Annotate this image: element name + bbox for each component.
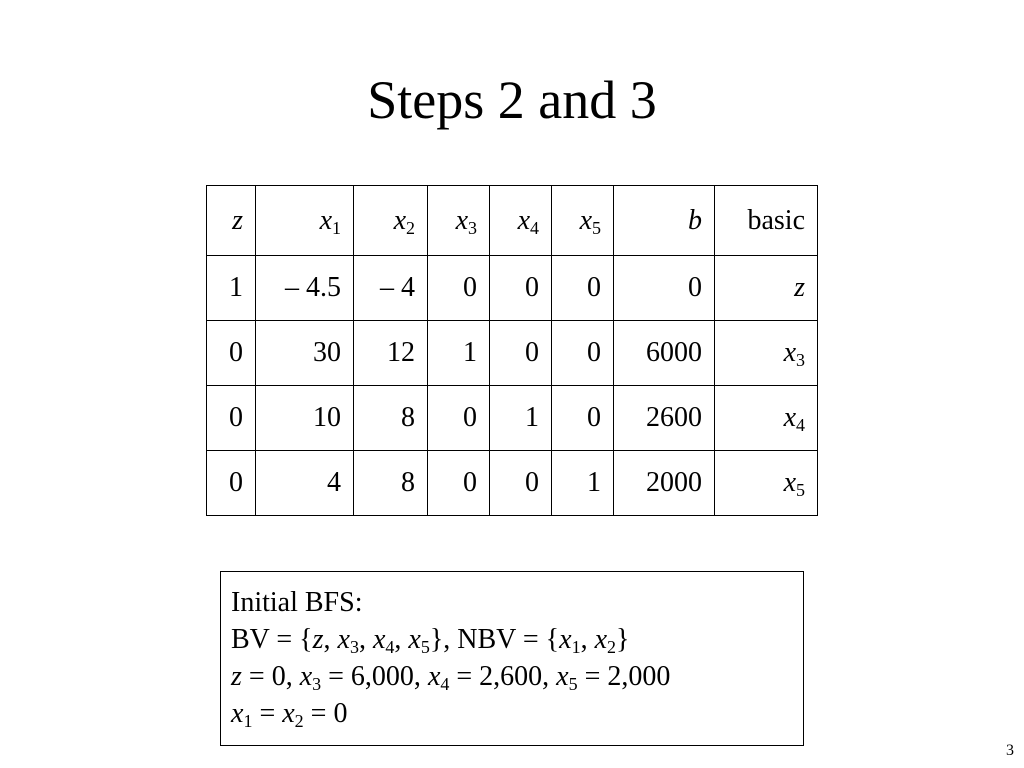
tableau-cell: 0	[489, 450, 552, 516]
tableau-cell: 0	[206, 385, 256, 451]
tableau-cell: 4	[255, 450, 354, 516]
tableau-cell: 2600	[613, 385, 715, 451]
bfs-heading: Initial BFS:	[231, 587, 363, 618]
bfs-basic-values: z = 0, x3 = 6,000, x4 = 2,600, x5 = 2,00…	[231, 661, 671, 694]
tableau-row: 0 4 8 0 0 1 2000 x5	[206, 450, 818, 516]
tableau-cell: 0	[206, 450, 256, 516]
tableau-cell: 1	[427, 320, 490, 386]
header-b: b	[613, 185, 715, 256]
tableau-basic-cell: x3	[714, 320, 818, 386]
tableau-cell: 0	[551, 255, 614, 321]
page-number: 3	[1006, 742, 1014, 759]
tableau-cell: 0	[206, 320, 256, 386]
bfs-nonbasic-values: x1 = x2 = 0	[231, 698, 348, 731]
tableau-basic-cell: z	[714, 255, 818, 321]
header-x2: x2	[353, 185, 428, 256]
tableau-cell: 8	[353, 385, 428, 451]
tableau-cell: 0	[427, 450, 490, 516]
tableau-basic-cell: x5	[714, 450, 818, 516]
tableau-row: 1 – 4.5 – 4 0 0 0 0 z	[206, 255, 818, 321]
tableau-cell: 0	[551, 385, 614, 451]
tableau-row: 0 30 12 1 0 0 6000 x3	[206, 320, 818, 386]
tableau-header-row: z x1 x2 x3 x4 x5 b basic	[206, 185, 818, 256]
tableau-basic-cell: x4	[714, 385, 818, 451]
tableau-cell: 0	[427, 385, 490, 451]
bfs-basic-variables: BV = {z, x3, x4, x5}, NBV = {x1, x2}	[231, 624, 630, 657]
tableau-cell: 1	[489, 385, 552, 451]
header-x4: x4	[489, 185, 552, 256]
tableau-cell: 30	[255, 320, 354, 386]
tableau-cell: 12	[353, 320, 428, 386]
header-x1: x1	[255, 185, 354, 256]
tableau-cell: 1	[551, 450, 614, 516]
header-x3: x3	[427, 185, 490, 256]
tableau-cell: 0	[489, 320, 552, 386]
tableau-cell: 0	[427, 255, 490, 321]
tableau-row: 0 10 8 0 1 0 2600 x4	[206, 385, 818, 451]
header-z: z	[206, 185, 256, 256]
tableau-cell: 0	[613, 255, 715, 321]
initial-bfs-box: Initial BFS: BV = {z, x3, x4, x5}, NBV =…	[220, 571, 804, 746]
tableau-cell: – 4	[353, 255, 428, 321]
tableau-cell: 8	[353, 450, 428, 516]
header-x5: x5	[551, 185, 614, 256]
simplex-tableau: z x1 x2 x3 x4 x5 b basic 1 – 4.5 – 4 0 0…	[206, 185, 818, 516]
tableau-cell: 1	[206, 255, 256, 321]
slide-title: Steps 2 and 3	[367, 70, 657, 130]
tableau-cell: 0	[489, 255, 552, 321]
tableau-cell: 10	[255, 385, 354, 451]
tableau-cell: 6000	[613, 320, 715, 386]
tableau-cell: 2000	[613, 450, 715, 516]
tableau-cell: – 4.5	[255, 255, 354, 321]
header-basic: basic	[714, 185, 818, 256]
tableau-cell: 0	[551, 320, 614, 386]
